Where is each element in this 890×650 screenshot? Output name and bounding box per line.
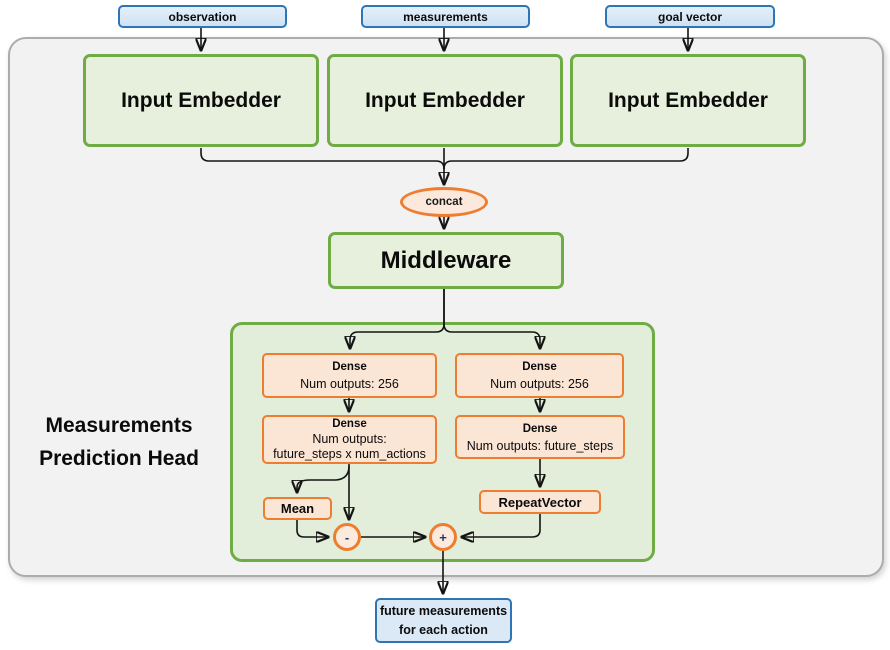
input-embedder-label-2: Input Embedder [365, 88, 525, 112]
right-dense-2-subtitle: Num outputs: future_steps [466, 438, 614, 453]
input-label-observation: observation [118, 5, 287, 28]
concat-node: concat [400, 187, 488, 217]
left-dense-2-box: Dense Num outputs: future_steps x num_ac… [262, 415, 437, 464]
output-label-line2: for each action [399, 622, 488, 637]
concat-label: concat [425, 196, 463, 208]
observation-label: observation [168, 9, 237, 24]
goal-vector-label: goal vector [657, 9, 723, 24]
repeat-vector-label: RepeatVector [498, 494, 582, 510]
minus-sign: - [344, 529, 350, 545]
left-dense-2-title: Dense [332, 418, 367, 430]
output-label-box: future measurements for each action [375, 598, 512, 643]
left-dense-1-subtitle: Num outputs: 256 [300, 377, 399, 391]
left-dense-2-subtitle-1: Num outputs: [312, 432, 387, 446]
measurements-label: measurements [403, 9, 488, 24]
head-title: Measurements Prediction Head [18, 409, 220, 475]
input-embedder-box-1: Input Embedder [83, 54, 319, 147]
input-embedder-box-2: Input Embedder [327, 54, 563, 147]
middleware-label: Middleware [380, 246, 512, 274]
input-label-goal-vector: goal vector [605, 5, 775, 28]
input-label-measurements: measurements [361, 5, 530, 28]
mean-label: Mean [280, 501, 315, 516]
input-embedder-label-3: Input Embedder [608, 88, 768, 112]
left-dense-1-title: Dense [332, 361, 367, 373]
right-dense-2-box: Dense Num outputs: future_steps [455, 415, 625, 459]
left-dense-2-subtitle-2: future_steps x num_actions [273, 447, 426, 461]
right-dense-1-box: Dense Num outputs: 256 [455, 353, 624, 398]
repeat-vector-box: RepeatVector [479, 490, 601, 514]
output-label-line1: future measurements [379, 603, 508, 618]
subtract-node: - [333, 523, 361, 551]
head-title-line1: Measurements [45, 414, 193, 437]
right-dense-1-subtitle: Num outputs: 256 [490, 377, 589, 391]
left-dense-1-box: Dense Num outputs: 256 [262, 353, 437, 398]
right-dense-1-title: Dense [522, 361, 557, 373]
input-embedder-box-3: Input Embedder [570, 54, 806, 147]
add-node: + [429, 523, 457, 551]
input-embedder-label-1: Input Embedder [121, 88, 281, 112]
plus-sign: + [439, 529, 447, 545]
middleware-box: Middleware [328, 232, 564, 289]
right-dense-2-title: Dense [522, 422, 558, 435]
head-title-line2: Prediction Head [39, 447, 199, 470]
mean-box: Mean [263, 497, 332, 520]
